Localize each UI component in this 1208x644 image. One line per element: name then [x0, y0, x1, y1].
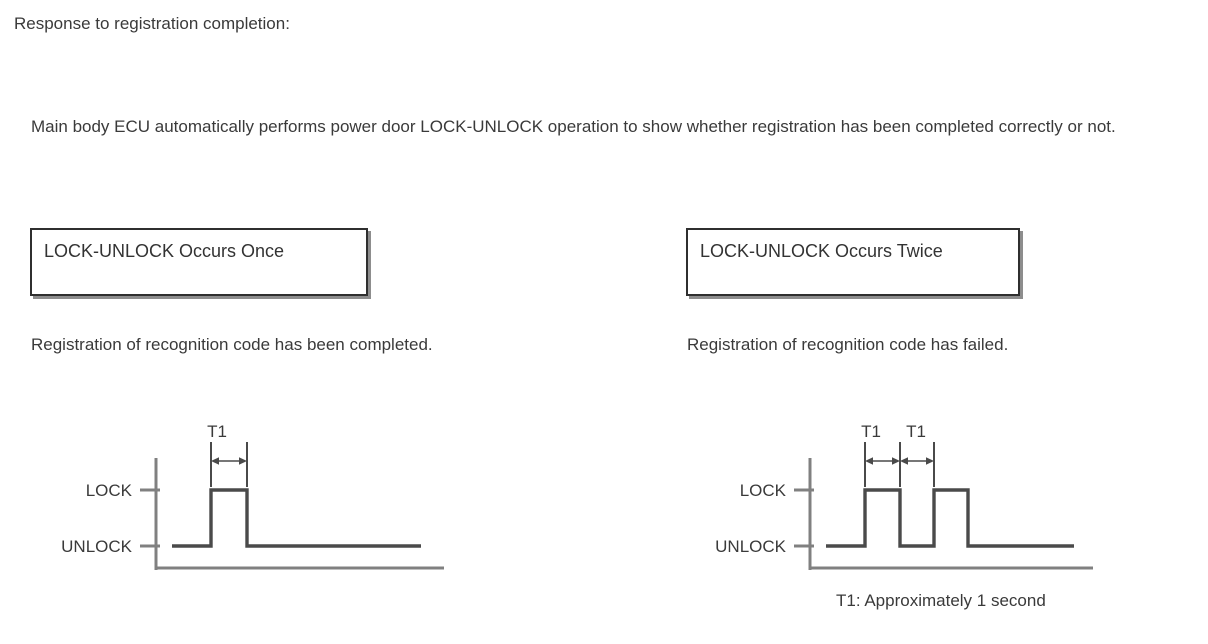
waveform-chart-twice: T1 T1 LOCK UNLOCK: [715, 422, 1093, 570]
t1-annotation-label-first: T1: [861, 422, 881, 441]
result-box-once: LOCK-UNLOCK Occurs Once: [30, 228, 368, 296]
t1-footnote: T1: Approximately 1 second: [836, 591, 1046, 610]
t1-dimension-arrow-first: [865, 457, 900, 465]
result-caption-once: Registration of recognition code has bee…: [31, 335, 433, 354]
y-tick-label-lock: LOCK: [740, 481, 787, 500]
signal-trace: [826, 488, 1074, 548]
y-tick-label-lock: LOCK: [86, 481, 133, 500]
page-title: Response to registration completion:: [14, 14, 290, 33]
waveform-chart-once: T1 LOCK UNLOCK: [61, 422, 444, 570]
t1-dimension-arrow-second: [900, 457, 934, 465]
t1-dimension-arrow: [211, 457, 247, 465]
result-caption-twice: Registration of recognition code has fai…: [687, 335, 1009, 354]
t1-annotation-label-second: T1: [906, 422, 926, 441]
result-box-twice: LOCK-UNLOCK Occurs Twice: [686, 228, 1020, 296]
y-tick-label-unlock: UNLOCK: [715, 537, 787, 556]
result-box-once-label: LOCK-UNLOCK Occurs Once: [44, 241, 285, 261]
signal-trace: [172, 488, 421, 548]
t1-annotation-label: T1: [207, 422, 227, 441]
intro-paragraph: Main body ECU automatically performs pow…: [31, 117, 1116, 136]
y-tick-label-unlock: UNLOCK: [61, 537, 133, 556]
result-box-twice-label: LOCK-UNLOCK Occurs Twice: [700, 241, 943, 261]
